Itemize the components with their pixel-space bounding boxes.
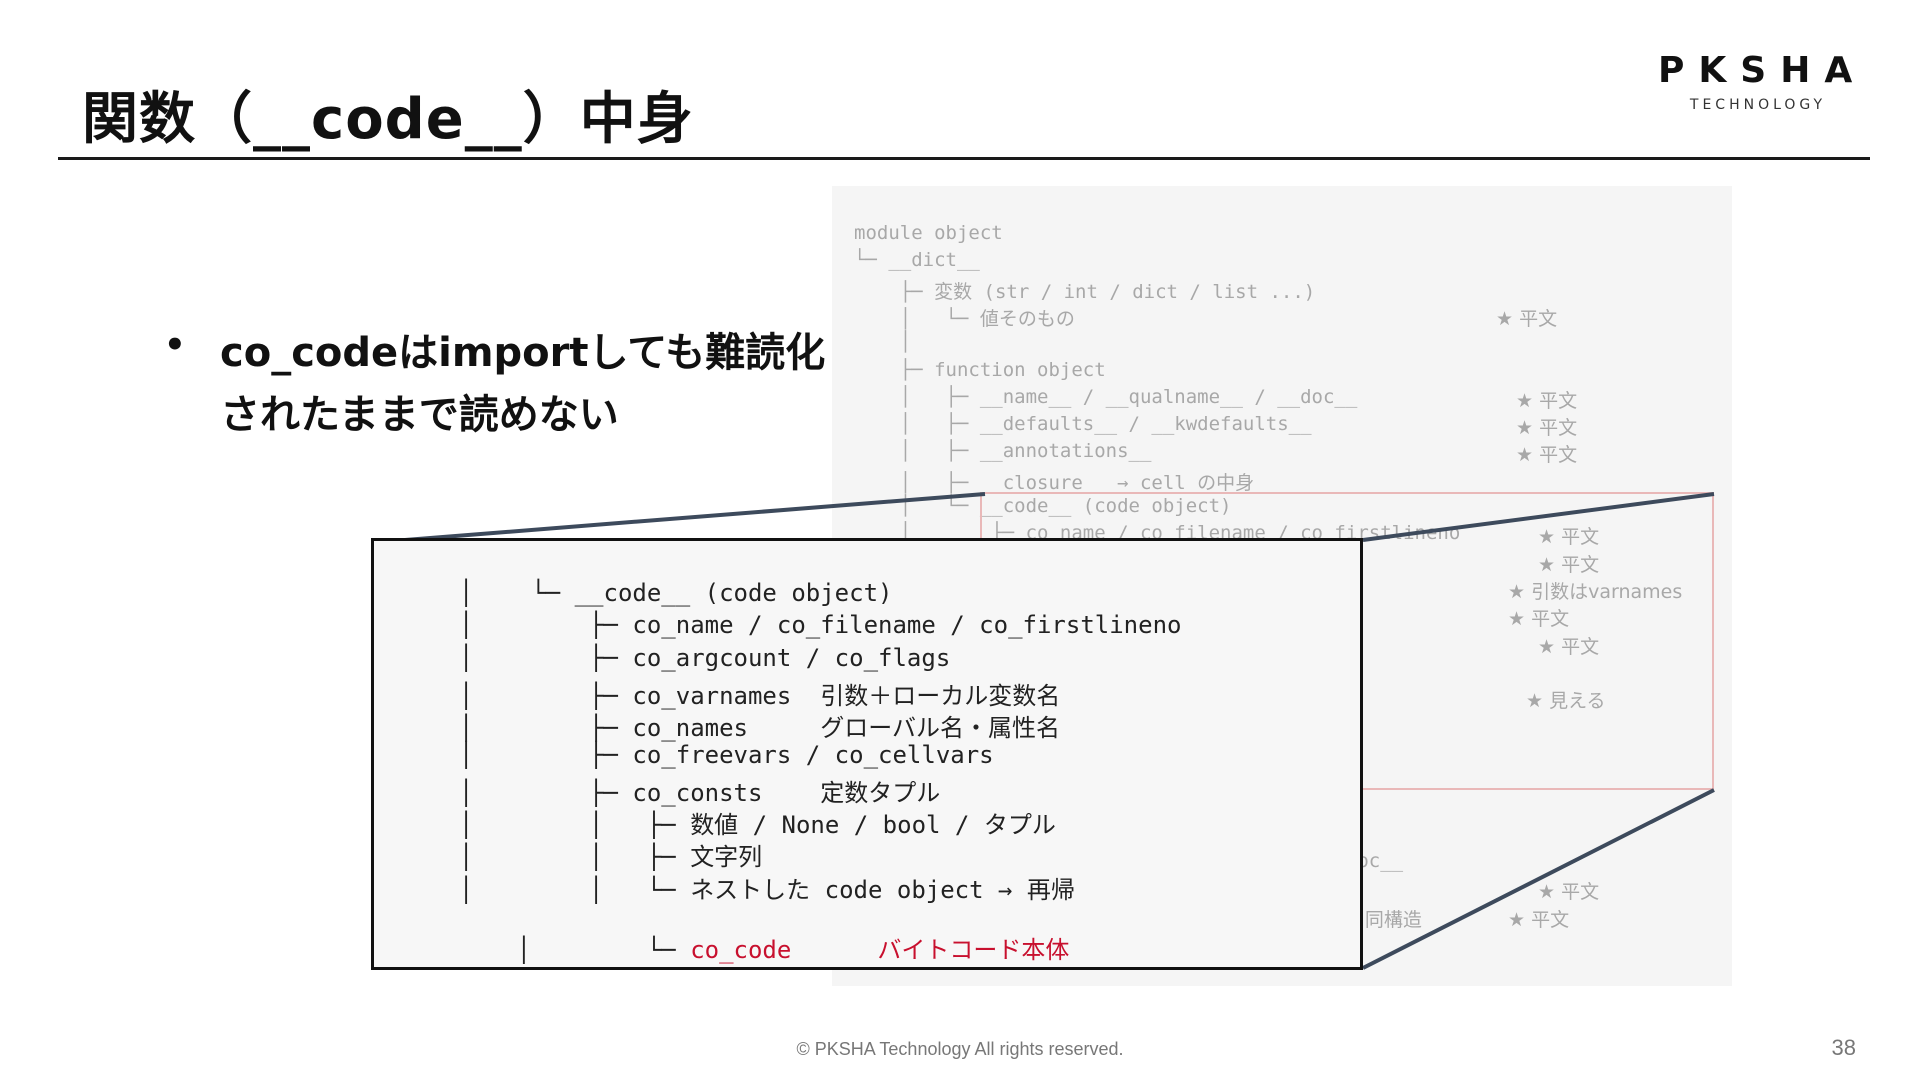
background-code-line: │ ├─ __defaults__ / __kwdefaults__ xyxy=(854,413,1312,436)
bullet-point: • co_codeはimportしても難読化されたままで読めない xyxy=(164,322,860,446)
zoom-code-line: │ ├─ co_freevars / co_cellvars xyxy=(459,740,994,769)
zoom-code-line: │ ├─ co_names グローバル名・属性名 xyxy=(459,714,1060,743)
background-code-line: module object xyxy=(854,222,1003,244)
background-annotation: ★ 平文 xyxy=(1496,307,1558,330)
background-code-line: ├─ function object xyxy=(854,358,1106,381)
zoom-line-co-code: │ └─ co_code バイトコード本体 xyxy=(459,902,1070,993)
background-annotation: ★ 平文 xyxy=(1516,444,1578,467)
background-annotation: ★ 平文 xyxy=(1508,608,1570,631)
zoom-code-line: │ ├─ co_varnames 引数＋ローカル変数名 xyxy=(459,681,1061,710)
zoom-code-line: │ │ ├─ 文字列 xyxy=(459,843,763,872)
background-annotation: ★ 引数はvarnames xyxy=(1508,580,1683,603)
background-annotation: ★ 平文 xyxy=(1538,881,1600,904)
page-number: 38 xyxy=(1831,1035,1856,1060)
slide-title: 関数（__code__）中身 xyxy=(82,87,694,152)
zoomed-code-panel: │ └─ __code__ (code object) │ ├─ co_name … xyxy=(371,538,1363,970)
logo-wordmark: PKSHA xyxy=(1658,50,1867,91)
title-divider xyxy=(58,157,1870,160)
background-code-line: │ ├─ __annotations__ xyxy=(854,440,1152,463)
background-code-line: │ ├─ __closure__ → cell の中身 xyxy=(854,471,1255,494)
company-logo: PKSHA TECHNOLOGY xyxy=(1658,50,1858,113)
zoom-code-line: │ └─ __code__ (code object) xyxy=(459,579,893,607)
zoom-code-line: │ │ ├─ 数値 / None / bool / タプル xyxy=(459,811,1056,840)
background-annotation: ★ 平文 xyxy=(1516,389,1578,412)
background-code-line: │ └─ 値そのもの xyxy=(854,307,1075,330)
zoom-code-line: │ ├─ co_consts 定数タプル xyxy=(459,778,941,807)
co-code-description: バイトコード本体 xyxy=(877,936,1070,964)
background-annotation: ★ 平文 xyxy=(1508,908,1570,931)
bullet-text: co_codeはimportしても難読化されたままで読めない xyxy=(220,330,826,438)
background-annotation: ★ 平文 xyxy=(1538,526,1600,549)
zoom-code-line: │ ├─ co_argcount / co_flags xyxy=(459,643,951,672)
connector-line-top-right xyxy=(1362,492,1715,542)
background-code-line: └─ __dict__ xyxy=(854,249,980,272)
background-code-line: │ xyxy=(854,331,912,354)
connector-line-bottom-right xyxy=(1362,788,1715,970)
connector-line-top-left xyxy=(404,492,986,542)
logo-subtitle: TECHNOLOGY xyxy=(1689,97,1827,113)
background-annotation: ★ 平文 xyxy=(1538,553,1600,576)
background-annotation: ★ 見える xyxy=(1526,690,1606,713)
background-annotation: ★ 平文 xyxy=(1538,635,1600,658)
background-annotation: ★ 平文 xyxy=(1516,417,1578,440)
zoom-code-line: │ ├─ co_name / co_filename / co_firstlin… xyxy=(459,611,1182,640)
footer-copyright: © PKSHA Technology All rights reserved. xyxy=(796,1039,1124,1059)
co-code-prefix: │ └─ xyxy=(516,936,691,964)
background-code-line: ├─ 変数 (str / int / dict / list ...) xyxy=(854,280,1316,303)
zoom-code-line: │ │ └─ ネストした code object → 再帰 xyxy=(459,875,1075,904)
bullet-dot-icon: • xyxy=(164,325,186,365)
background-code-line: │ ├─ __name__ / __qualname__ / __doc__ xyxy=(854,385,1358,408)
background-code-line: │ └─ __code__ (code object) xyxy=(854,495,1232,517)
co-code-key: co_code xyxy=(690,936,792,964)
